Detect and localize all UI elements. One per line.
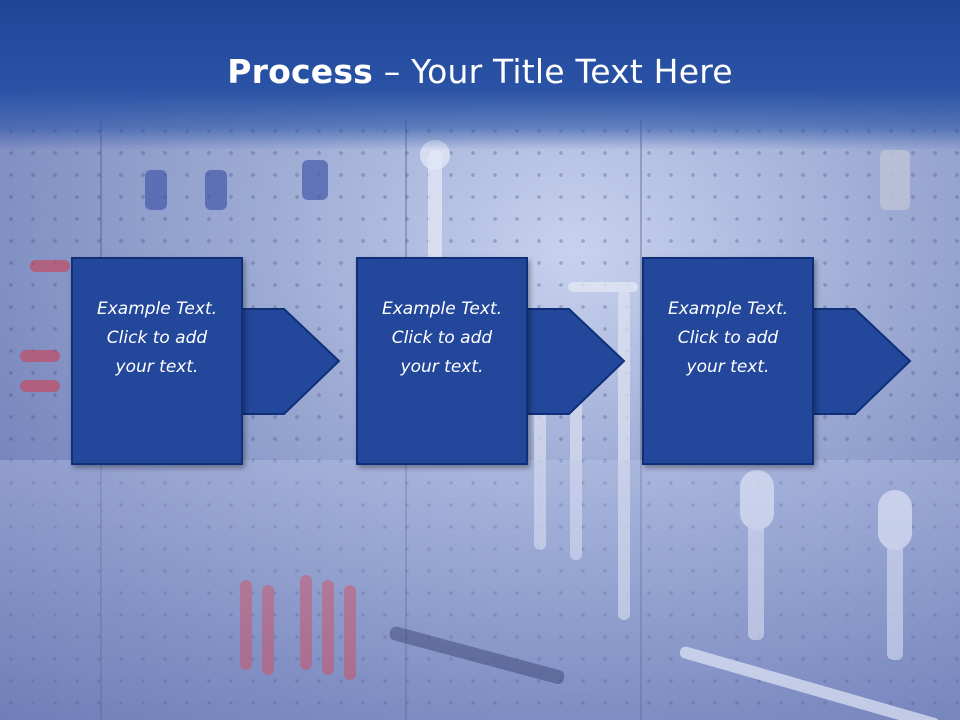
step-text: Example Text. Click to add your text.	[381, 298, 503, 377]
t-handle-tool	[568, 282, 638, 292]
plier-tool	[20, 350, 60, 362]
screwdriver-tool	[240, 580, 252, 670]
ratchet-handle	[887, 540, 903, 660]
step-text-box[interactable]: Example Text. Click to add your text.	[71, 257, 243, 465]
ratchet-handle	[748, 520, 764, 640]
lower-haze	[0, 460, 960, 720]
panel-seam	[640, 120, 642, 720]
step-text: Example Text. Click to add your text.	[96, 298, 218, 377]
extension-bar	[570, 380, 582, 560]
process-step-1: Example Text. Click to add your text.	[71, 257, 341, 465]
hanging-tool	[145, 170, 167, 210]
socket-tool	[880, 150, 910, 210]
screwdriver-tool	[262, 585, 274, 675]
process-step-2: Example Text. Click to add your text.	[356, 257, 626, 465]
title-bold: Process	[227, 52, 374, 91]
extension-bar	[618, 290, 630, 620]
step-text-box[interactable]: Example Text. Click to add your text.	[356, 257, 528, 465]
plier-tool	[20, 380, 60, 392]
step-text-box[interactable]: Example Text. Click to add your text.	[642, 257, 814, 465]
step-text: Example Text. Click to add your text.	[667, 298, 789, 377]
slide-title[interactable]: Process – Your Title Text Here	[0, 52, 960, 91]
title-rest: – Your Title Text Here	[373, 52, 733, 91]
hanging-tool	[302, 160, 328, 200]
hanging-tool	[205, 170, 227, 210]
plier-tool	[30, 260, 70, 272]
screwdriver-tool	[344, 585, 356, 680]
screwdriver-tool	[300, 575, 312, 670]
screwdriver-tool	[322, 580, 334, 675]
process-step-3: Example Text. Click to add your text.	[642, 257, 912, 465]
title-bar: Process – Your Title Text Here	[0, 0, 960, 150]
wrench-tool	[428, 150, 442, 260]
